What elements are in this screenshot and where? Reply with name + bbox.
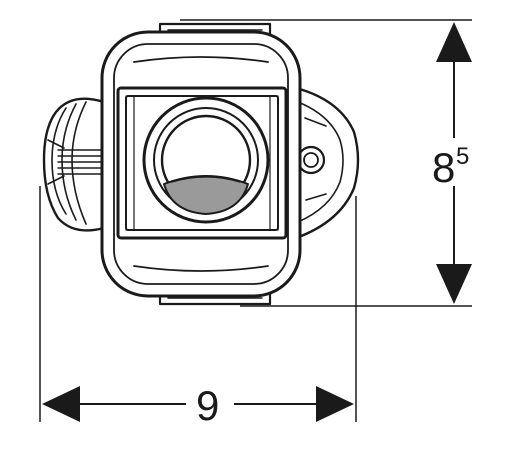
right-housing: [294, 86, 360, 240]
height-label: 8 5: [428, 138, 482, 191]
left-grip: [42, 97, 106, 232]
height-arrow-top: [436, 22, 472, 62]
left-grip-teeth: [57, 149, 105, 175]
width-value: 9: [196, 382, 219, 429]
right-housing-inner: [297, 101, 344, 223]
left-grip-ridges: [51, 101, 87, 225]
height-dimension: [180, 19, 472, 307]
height-value-superscript: 5: [456, 143, 469, 170]
right-nut-inner: [303, 152, 319, 168]
main-body-inner: [113, 43, 289, 285]
float-segment: [163, 175, 249, 215]
height-arrow-bottom: [436, 264, 472, 304]
width-arrow-left: [42, 386, 80, 422]
height-value: 8: [432, 144, 455, 191]
width-dimension: [39, 186, 357, 422]
valve-outline: [42, 22, 360, 306]
width-arrow-right: [316, 386, 354, 422]
